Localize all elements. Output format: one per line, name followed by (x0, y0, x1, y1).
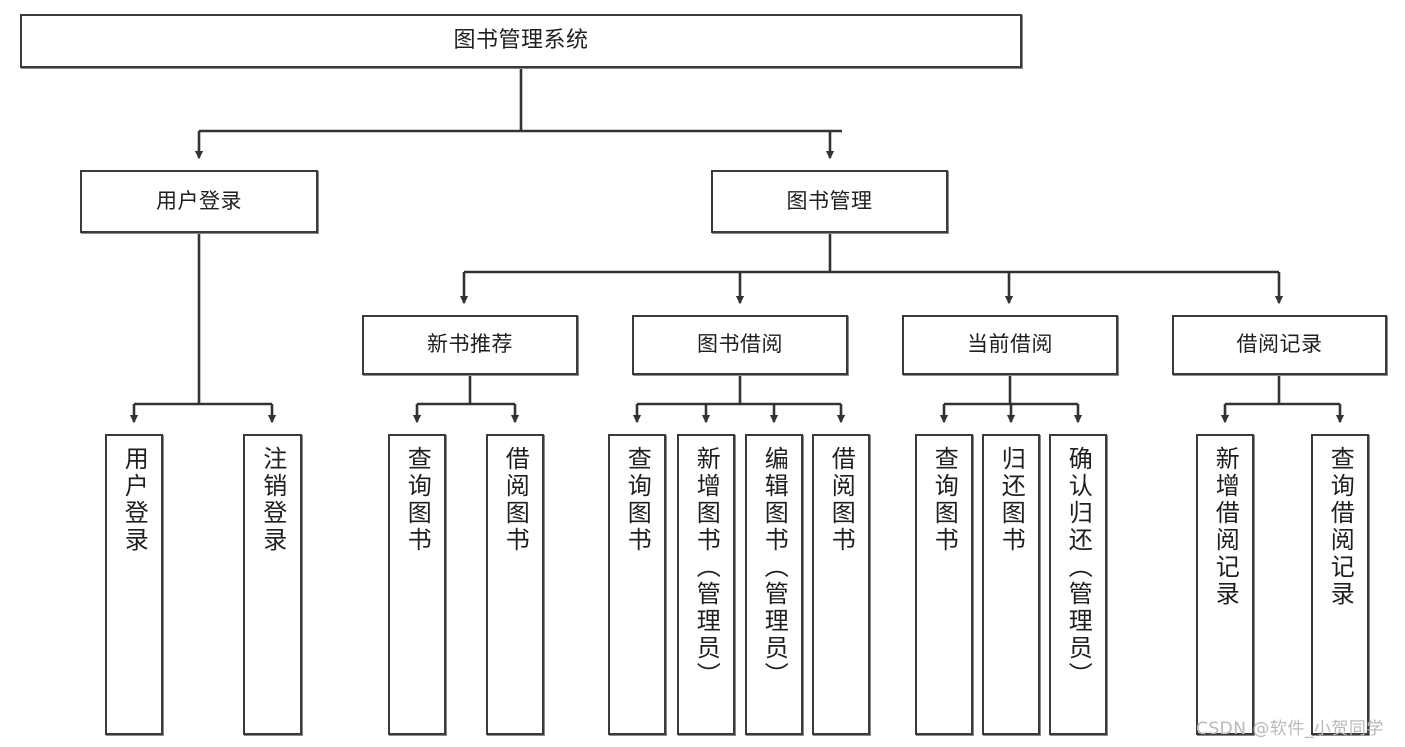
leaf-borrow-book-rec[interactable]: 借阅图书 (486, 434, 544, 735)
leaf-confirm-return-label: 确认归还（管理员） (1064, 446, 1093, 689)
node-book-borrow[interactable]: 图书借阅 (632, 315, 848, 375)
leaf-query-book-cur-label: 查询图书 (930, 446, 959, 554)
leaf-query-book-rec[interactable]: 查询图书 (388, 434, 446, 735)
leaf-query-book-label: 查询图书 (623, 446, 652, 554)
node-user-login[interactable]: 用户登录 (80, 170, 318, 233)
leaf-query-record[interactable]: 查询借阅记录 (1311, 434, 1369, 735)
csdn-watermark: CSDN @软件_小贺同学 (1196, 719, 1384, 739)
leaf-borrow-book-rec-label: 借阅图书 (501, 446, 530, 554)
leaf-logout-label: 注销登录 (258, 446, 287, 554)
node-current-borrow-label: 当前借阅 (967, 332, 1053, 357)
leaf-query-book-cur[interactable]: 查询图书 (915, 434, 973, 735)
leaf-user-login-label: 用户登录 (120, 446, 149, 554)
leaf-add-record[interactable]: 新增借阅记录 (1196, 434, 1254, 735)
leaf-query-book-rec-label: 查询图书 (403, 446, 432, 554)
leaf-borrow-book-label: 借阅图书 (827, 446, 856, 554)
node-borrow-record[interactable]: 借阅记录 (1172, 315, 1387, 375)
node-root[interactable]: 图书管理系统 (20, 14, 1022, 68)
node-new-book-rec[interactable]: 新书推荐 (362, 315, 578, 375)
leaf-add-book-label: 新增图书（管理员） (692, 446, 721, 689)
leaf-return-book-label: 归还图书 (997, 446, 1026, 554)
node-root-label: 图书管理系统 (453, 27, 589, 53)
leaf-logout[interactable]: 注销登录 (243, 434, 302, 735)
node-current-borrow[interactable]: 当前借阅 (902, 315, 1118, 375)
leaf-add-record-label: 新增借阅记录 (1211, 446, 1240, 608)
leaf-edit-book-label: 编辑图书（管理员） (760, 446, 789, 689)
leaf-confirm-return[interactable]: 确认归还（管理员） (1049, 434, 1107, 735)
node-book-manage-label: 图书管理 (786, 188, 873, 213)
leaf-return-book[interactable]: 归还图书 (982, 434, 1040, 735)
leaf-user-login[interactable]: 用户登录 (105, 434, 163, 735)
node-user-login-label: 用户登录 (156, 188, 242, 213)
node-book-borrow-label: 图书借阅 (697, 332, 783, 357)
leaf-query-record-label: 查询借阅记录 (1326, 446, 1355, 608)
leaf-borrow-book[interactable]: 借阅图书 (812, 434, 870, 735)
leaf-query-book[interactable]: 查询图书 (608, 434, 666, 735)
node-borrow-record-label: 借阅记录 (1236, 332, 1323, 357)
node-new-book-rec-label: 新书推荐 (427, 332, 513, 357)
node-book-manage[interactable]: 图书管理 (711, 170, 948, 233)
leaf-add-book[interactable]: 新增图书（管理员） (677, 434, 735, 735)
leaf-edit-book[interactable]: 编辑图书（管理员） (745, 434, 803, 735)
